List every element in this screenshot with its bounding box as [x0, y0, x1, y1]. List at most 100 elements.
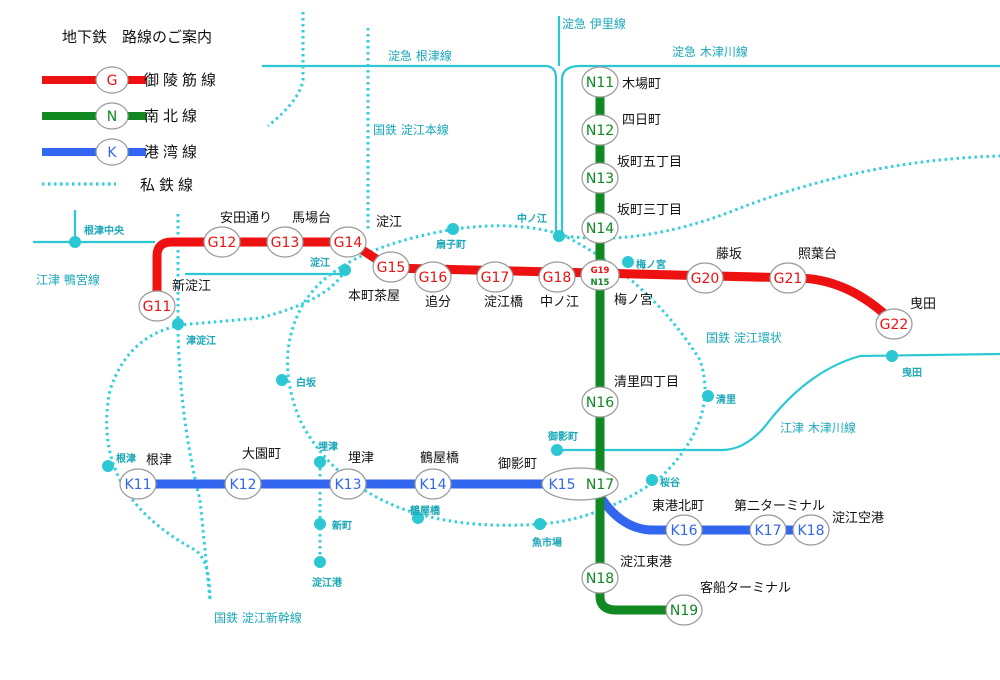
- station-g12-name: 安田通り: [220, 211, 272, 226]
- conn-dot-hikita[interactable]: [886, 350, 898, 362]
- station-marker-k18[interactable]: K18: [792, 514, 830, 546]
- conn-dot-uoichiba[interactable]: [534, 518, 546, 530]
- station-code-g16: G16: [419, 270, 448, 286]
- station-marker-k11[interactable]: K11: [119, 468, 157, 500]
- station-code-g20: G20: [691, 271, 720, 287]
- station-marker-g12[interactable]: G12: [203, 226, 241, 258]
- station-marker-g13[interactable]: G13: [266, 226, 304, 258]
- station-marker-n11[interactable]: N11: [581, 66, 619, 98]
- station-k14-name: 鶴屋橋: [420, 450, 459, 466]
- conn-dot-hakusaka[interactable]: [276, 374, 288, 386]
- station-marker-k14[interactable]: K14: [414, 468, 452, 500]
- conn-dot-ogimachi[interactable]: [447, 223, 459, 235]
- station-k11-name: 根津: [146, 453, 172, 468]
- station-g16-name: 追分: [425, 294, 451, 310]
- station-code-k13: K13: [335, 477, 362, 493]
- station-code-g12: G12: [208, 235, 237, 251]
- station-marker-n18[interactable]: N18: [581, 562, 619, 594]
- station-code-n12: N12: [586, 123, 614, 139]
- station-marker-g14[interactable]: G14: [329, 226, 367, 258]
- station-g17-name: 淀江橋: [484, 295, 523, 310]
- station-g22-name: 曳田: [910, 297, 936, 312]
- transfer-k15-n17[interactable]: K15 N17: [541, 467, 619, 501]
- station-g15-name: 本町茶屋: [348, 288, 400, 304]
- conn-dot-tsuruyabashi[interactable]: [412, 512, 424, 524]
- station-marker-n13[interactable]: N13: [581, 162, 619, 194]
- conn-label-hikita: 曳田: [902, 366, 922, 379]
- legend-item-k: K 港湾線: [42, 138, 201, 166]
- station-g14-name: 淀江: [376, 215, 402, 230]
- private-line-top: [267, 12, 305, 128]
- conn-dot-umenomiya[interactable]: [622, 256, 634, 268]
- conn-dot-yodoe[interactable]: [339, 264, 351, 276]
- line-n: [595, 82, 684, 615]
- conn-dot-sakuradani[interactable]: [646, 474, 658, 486]
- station-code-k17: K17: [755, 523, 782, 539]
- station-k15-name: 御影町: [498, 457, 537, 472]
- conn-dot-shinmachi[interactable]: [314, 518, 326, 530]
- conn-dot-yodoekou[interactable]: [314, 556, 326, 568]
- station-n14-name: 坂町三丁目: [617, 203, 682, 218]
- station-k12-name: 大園町: [242, 447, 281, 462]
- station-marker-g18[interactable]: G18: [538, 261, 576, 293]
- station-marker-g15[interactable]: G15: [372, 251, 410, 283]
- station-marker-n14[interactable]: N14: [581, 212, 619, 244]
- station-code-k18: K18: [798, 523, 825, 539]
- station-marker-n12[interactable]: N12: [581, 114, 619, 146]
- station-marker-k13[interactable]: K13: [329, 468, 367, 500]
- line-label-koutsu-naruto: 江津 鴨宮線: [36, 272, 100, 287]
- conn-label-umenomiya: 梅ノ宮: [636, 258, 666, 271]
- station-marker-k16[interactable]: K16: [665, 514, 703, 546]
- conn-label-tsuruyabashi: 鶴屋橋: [410, 504, 441, 517]
- station-n12-name: 四日町: [622, 113, 661, 128]
- station-code-g17: G17: [481, 270, 510, 286]
- connection-dots: [69, 223, 898, 568]
- conn-dot-nezu-naka[interactable]: [69, 236, 81, 248]
- station-n11-name: 木場町: [622, 77, 661, 92]
- station-marker-g21[interactable]: G21: [769, 262, 807, 294]
- conn-label-yodoekou: 淀江港: [312, 576, 343, 589]
- conn-label-umezu: 埋津: [318, 440, 338, 453]
- station-marker-g17[interactable]: G17: [476, 261, 514, 293]
- conn-dot-mikagecho[interactable]: [551, 444, 563, 456]
- station-marker-g20[interactable]: G20: [686, 262, 724, 294]
- station-code-k12: K12: [230, 477, 257, 493]
- conn-dot-umezu[interactable]: [314, 456, 326, 468]
- conn-dot-nakanoe[interactable]: [553, 230, 565, 242]
- station-code-k16: K16: [671, 523, 698, 539]
- legend-title: 地下鉄 路線のご案内: [62, 28, 212, 46]
- conn-dot-kiyosato[interactable]: [702, 390, 714, 402]
- station-marker-k17[interactable]: K17: [749, 514, 787, 546]
- transfer-g19-n15[interactable]: G19 N15: [580, 259, 620, 291]
- station-marker-n19[interactable]: N19: [665, 594, 703, 626]
- station-n18-name: 淀江東港: [620, 554, 672, 570]
- koutsu-naruto-line: [33, 240, 345, 276]
- station-marker-g22[interactable]: G22: [875, 308, 913, 340]
- legend-item-private: 私鉄線: [42, 176, 197, 194]
- code-n15: N15: [591, 278, 610, 288]
- conn-label-uoichiba: 魚市場: [532, 536, 562, 549]
- station-marker-g11[interactable]: G11: [138, 290, 176, 322]
- koutsu-kizugawa-line: [556, 352, 1000, 452]
- station-marker-g16[interactable]: G16: [414, 261, 452, 293]
- line-label-yodo-iri: 淀急 伊里線: [562, 16, 626, 31]
- conn-dot-nezu[interactable]: [102, 460, 114, 472]
- legend-name-k: 港湾線: [144, 143, 201, 161]
- station-g11-name: 新淀江: [172, 278, 211, 294]
- conn-dot-tsuyodoe[interactable]: [172, 318, 184, 330]
- legend-name-private: 私鉄線: [140, 176, 197, 194]
- conn-label-hakusaka: 白坂: [296, 376, 317, 389]
- line-label-koutsu-kizugawa: 江津 木津川線: [780, 420, 856, 435]
- code-n17: N17: [586, 477, 614, 493]
- station-code-n14: N14: [586, 221, 614, 237]
- station-code-g14: G14: [334, 235, 363, 251]
- station-marker-k12[interactable]: K12: [224, 468, 262, 500]
- station-code-n13: N13: [586, 171, 614, 187]
- conn-label-yodoe: 淀江: [310, 256, 330, 269]
- conn-label-ogimachi: 扇子町: [436, 238, 466, 251]
- station-marker-n16[interactable]: N16: [581, 386, 619, 418]
- conn-label-mikagecho: 御影町: [547, 430, 578, 443]
- station-g18-name: 中ノ江: [540, 295, 579, 310]
